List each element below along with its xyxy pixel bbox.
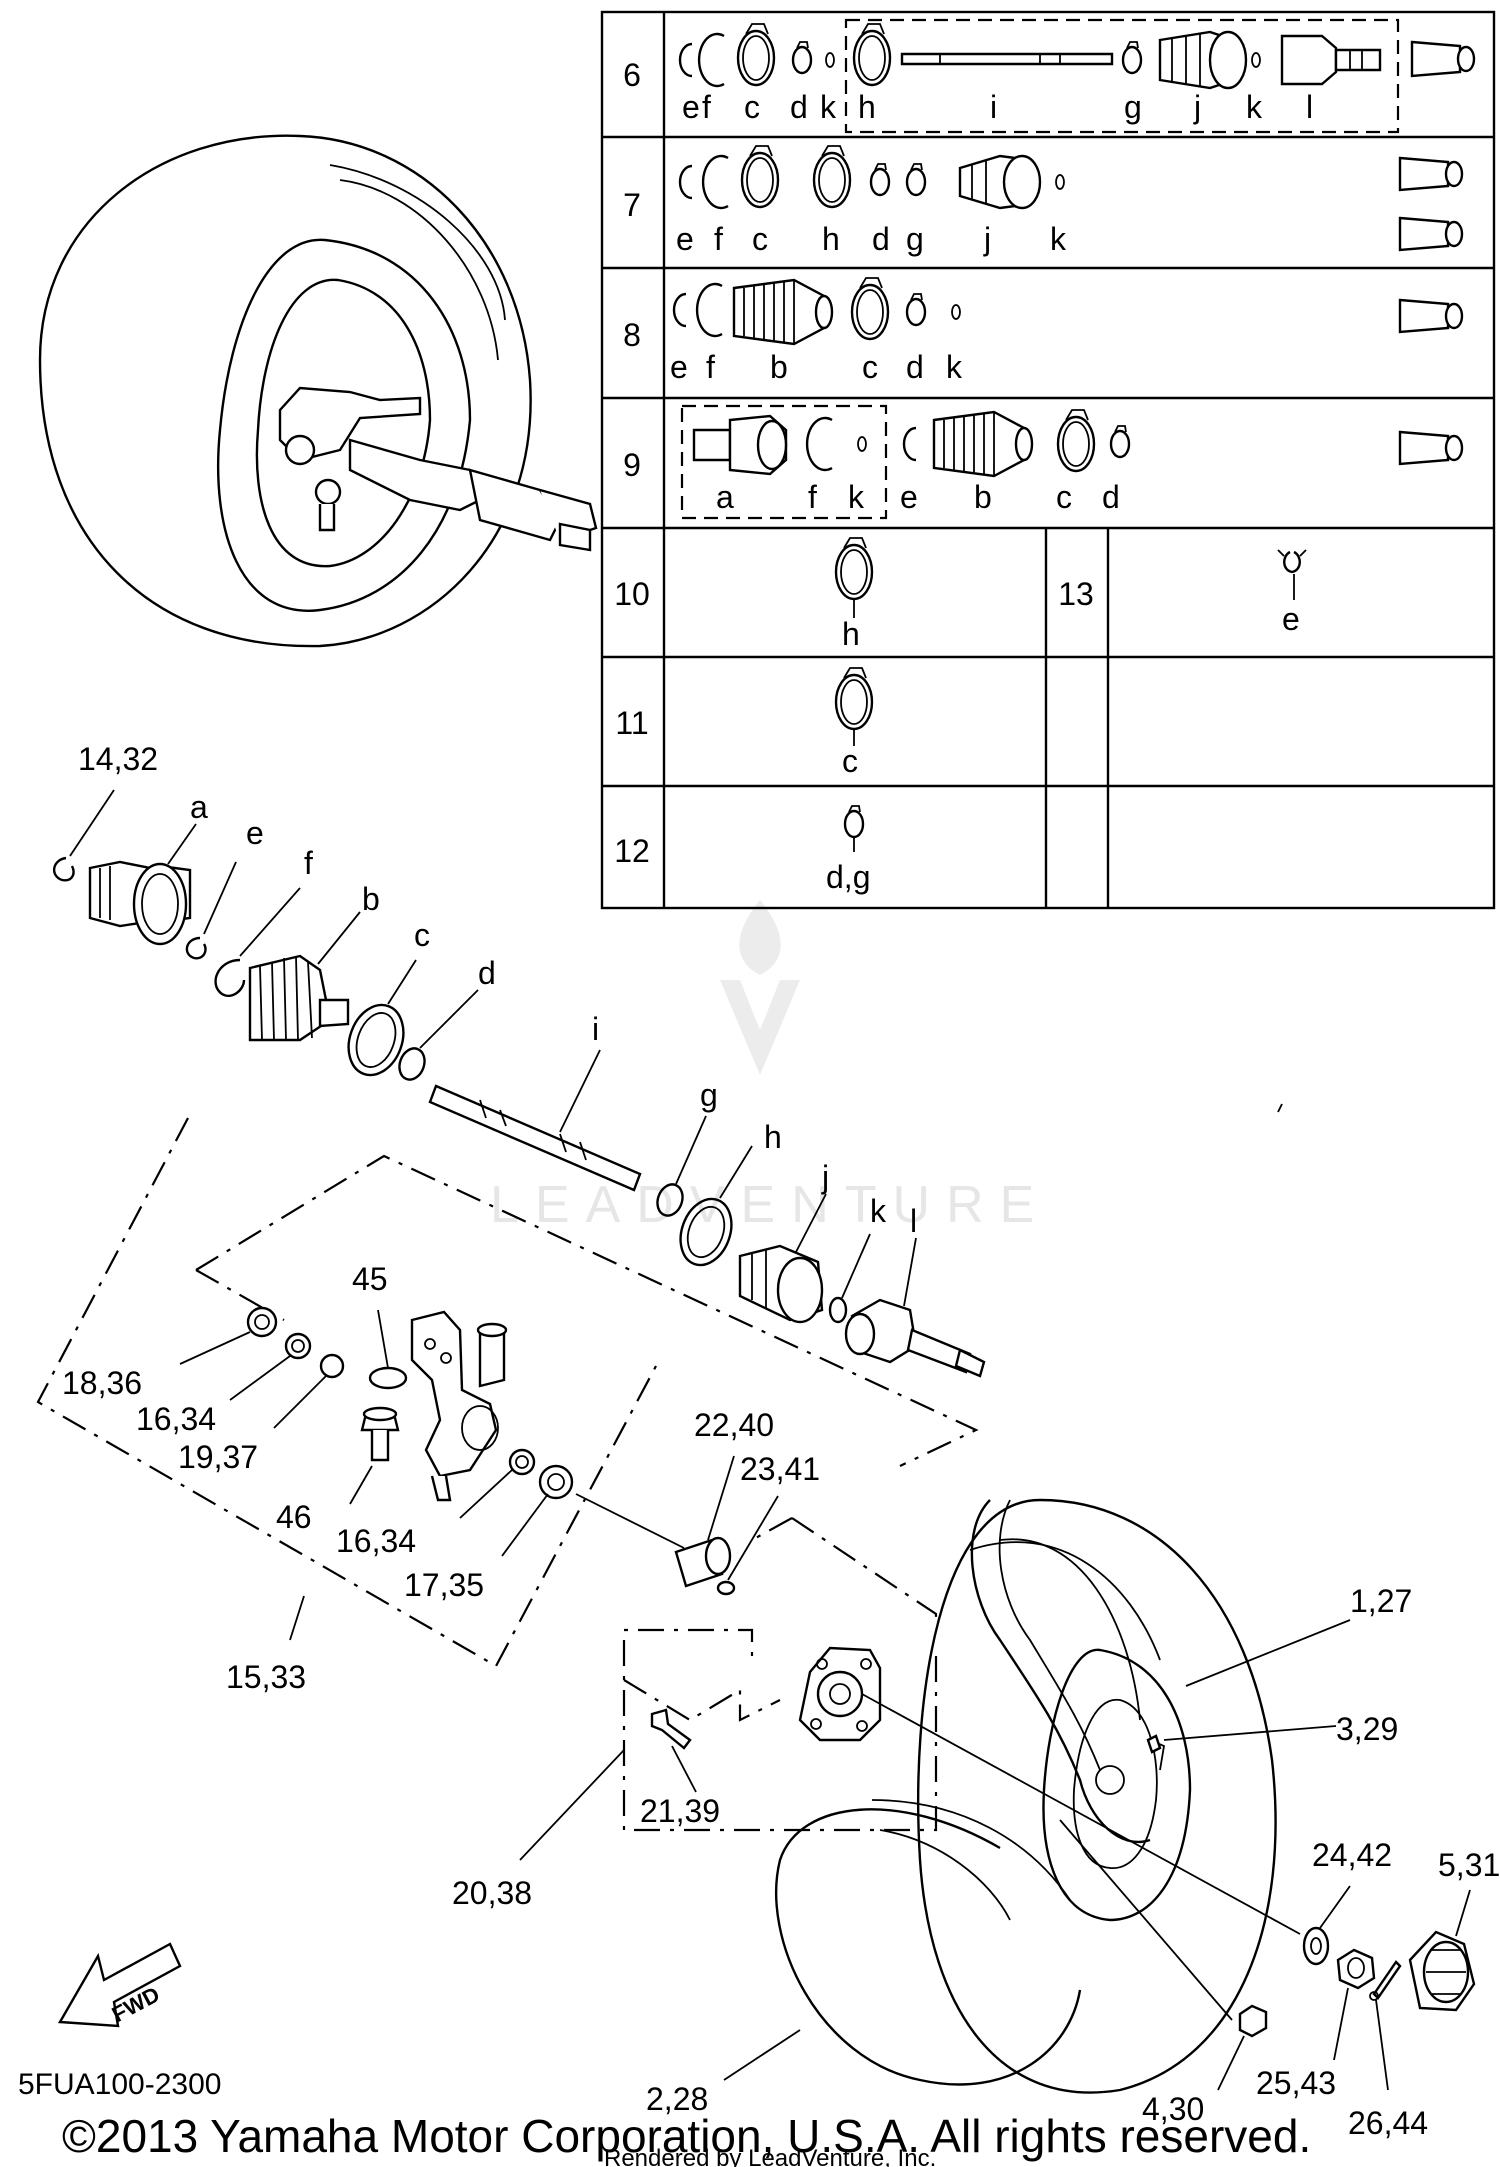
kit-letter: k <box>946 349 963 385</box>
callout-label: 23,41 <box>740 1451 820 1487</box>
callout-label: g <box>700 1077 718 1113</box>
row-10-13-parts: h e <box>834 536 1307 652</box>
row-8-parts: e f b c d k <box>670 276 1464 385</box>
kit-letter: f <box>702 89 711 125</box>
kit-letter: e <box>682 89 700 125</box>
callout-label: 1,27 <box>1350 1583 1412 1619</box>
callout-label: 14,32 <box>78 741 158 777</box>
callout-label: 5,31 <box>1438 1847 1500 1883</box>
callout-label: 2,28 <box>646 2081 708 2117</box>
wheel-assembly-illustration <box>38 134 598 648</box>
callout-label: c <box>414 917 430 953</box>
callout-label: d <box>478 955 496 991</box>
row-number: 9 <box>623 447 641 483</box>
row-number: 13 <box>1058 576 1094 612</box>
callout-label: j <box>821 1159 829 1195</box>
row-6-parts: e f c d k h i g j k l <box>678 18 1476 134</box>
callout-label: 17,35 <box>404 1567 484 1603</box>
kit-letter: k <box>1246 89 1263 125</box>
kit-letter: e <box>676 221 694 257</box>
driveshaft-exploded: 14,32 a e f b c d i <box>53 741 986 1378</box>
kit-letter: d <box>872 221 890 257</box>
knuckle-group: 18,36 16,34 19,37 45 46 16,34 <box>36 1117 979 1695</box>
callout-label: 46 <box>276 1499 312 1535</box>
row-number: 6 <box>623 57 641 93</box>
callout-label: 21,39 <box>640 1793 720 1829</box>
kit-letter: h <box>858 89 876 125</box>
callout-label: 16,34 <box>136 1401 216 1437</box>
kit-letter: b <box>974 479 992 515</box>
callout-label: l <box>910 1203 917 1239</box>
callout-label: 3,29 <box>1336 1711 1398 1747</box>
hub-group: 21,39 20,38 <box>452 1517 1301 1935</box>
watermark-text: LEADVENTURE <box>490 1176 1050 1234</box>
callout-label: 45 <box>352 1261 388 1297</box>
callout-label: 18,36 <box>62 1365 142 1401</box>
kit-letter: d,g <box>826 859 870 895</box>
callout-label: i <box>592 1011 599 1047</box>
watermark: LEADVENTURE <box>490 900 1050 1234</box>
kit-letter: f <box>714 221 723 257</box>
kit-letter: e <box>900 479 918 515</box>
row-number: 12 <box>614 833 650 869</box>
kit-letter: b <box>770 349 788 385</box>
kit-letter: d <box>1102 479 1120 515</box>
kit-letter: k <box>1050 221 1067 257</box>
kit-letter: f <box>706 349 715 385</box>
kit-letter: h <box>842 616 860 652</box>
kit-letter: g <box>906 221 924 257</box>
callout-label: 26,44 <box>1348 2105 1428 2141</box>
kit-letter: c <box>752 221 768 257</box>
callout-label: f <box>304 845 313 881</box>
kit-letter: j <box>1193 89 1201 125</box>
callout-label: 20,38 <box>452 1875 532 1911</box>
kit-letter: f <box>808 479 817 515</box>
callout-label: b <box>362 881 380 917</box>
kit-letter: d <box>906 349 924 385</box>
kit-letter: g <box>1124 89 1142 125</box>
kit-letter: c <box>862 349 878 385</box>
kit-letter: a <box>716 479 734 515</box>
kit-table: 6 7 8 9 10 13 11 12 e <box>600 10 1496 910</box>
fwd-label: FWD <box>108 1982 164 2028</box>
callout-label: 15,33 <box>226 1659 306 1695</box>
row-number: 10 <box>614 576 650 612</box>
copyright-notice: ©2013 Yamaha Motor Corporation, U.S.A. A… <box>62 2110 1311 2162</box>
callout-label: 19,37 <box>178 1439 258 1475</box>
kit-letter: d <box>790 89 808 125</box>
row-number: 8 <box>623 317 641 353</box>
row-12-parts: d,g <box>826 804 870 895</box>
callout-label: h <box>764 1119 782 1155</box>
callout-label: a <box>190 789 208 825</box>
collar-oring: 22,40 23,41 <box>575 1407 820 1596</box>
kit-letter: c <box>1056 479 1072 515</box>
kit-letter: c <box>744 89 760 125</box>
kit-letter: i <box>990 89 997 125</box>
callout-label: 24,42 <box>1312 1837 1392 1873</box>
kit-letter: j <box>983 221 991 257</box>
row-number: 11 <box>615 705 648 741</box>
kit-letter: c <box>842 743 858 779</box>
callout-label: 25,43 <box>1256 2065 1336 2101</box>
callout-label: 4,30 <box>1142 2091 1204 2127</box>
kit-letter: e <box>670 349 688 385</box>
kit-letter: k <box>848 479 865 515</box>
row-11-parts: c <box>834 666 874 779</box>
kit-letter: k <box>820 89 837 125</box>
callout-label: 22,40 <box>694 1407 774 1443</box>
kit-letter: l <box>1306 89 1313 125</box>
callout-label: 16,34 <box>336 1523 416 1559</box>
rendered-by-note: Rendered by LeadVenture, Inc. <box>604 2145 936 2167</box>
rim-tire-illustration: 3,29 1,27 2,28 4,30 24,42 25,43 26,44 5,… <box>646 1498 1500 2141</box>
callout-label: e <box>246 815 264 851</box>
row-7-parts: e f c h d g j k <box>676 144 1464 257</box>
fwd-arrow: FWD <box>58 1942 182 2028</box>
callout-label: k <box>870 1193 887 1229</box>
row-number: 7 <box>623 187 641 223</box>
kit-letter: h <box>822 221 840 257</box>
kit-letter: e <box>1282 601 1300 637</box>
row-9-parts: a f k e b c d <box>680 404 1464 520</box>
document-code: 5FUA100-2300 <box>18 2068 221 2101</box>
